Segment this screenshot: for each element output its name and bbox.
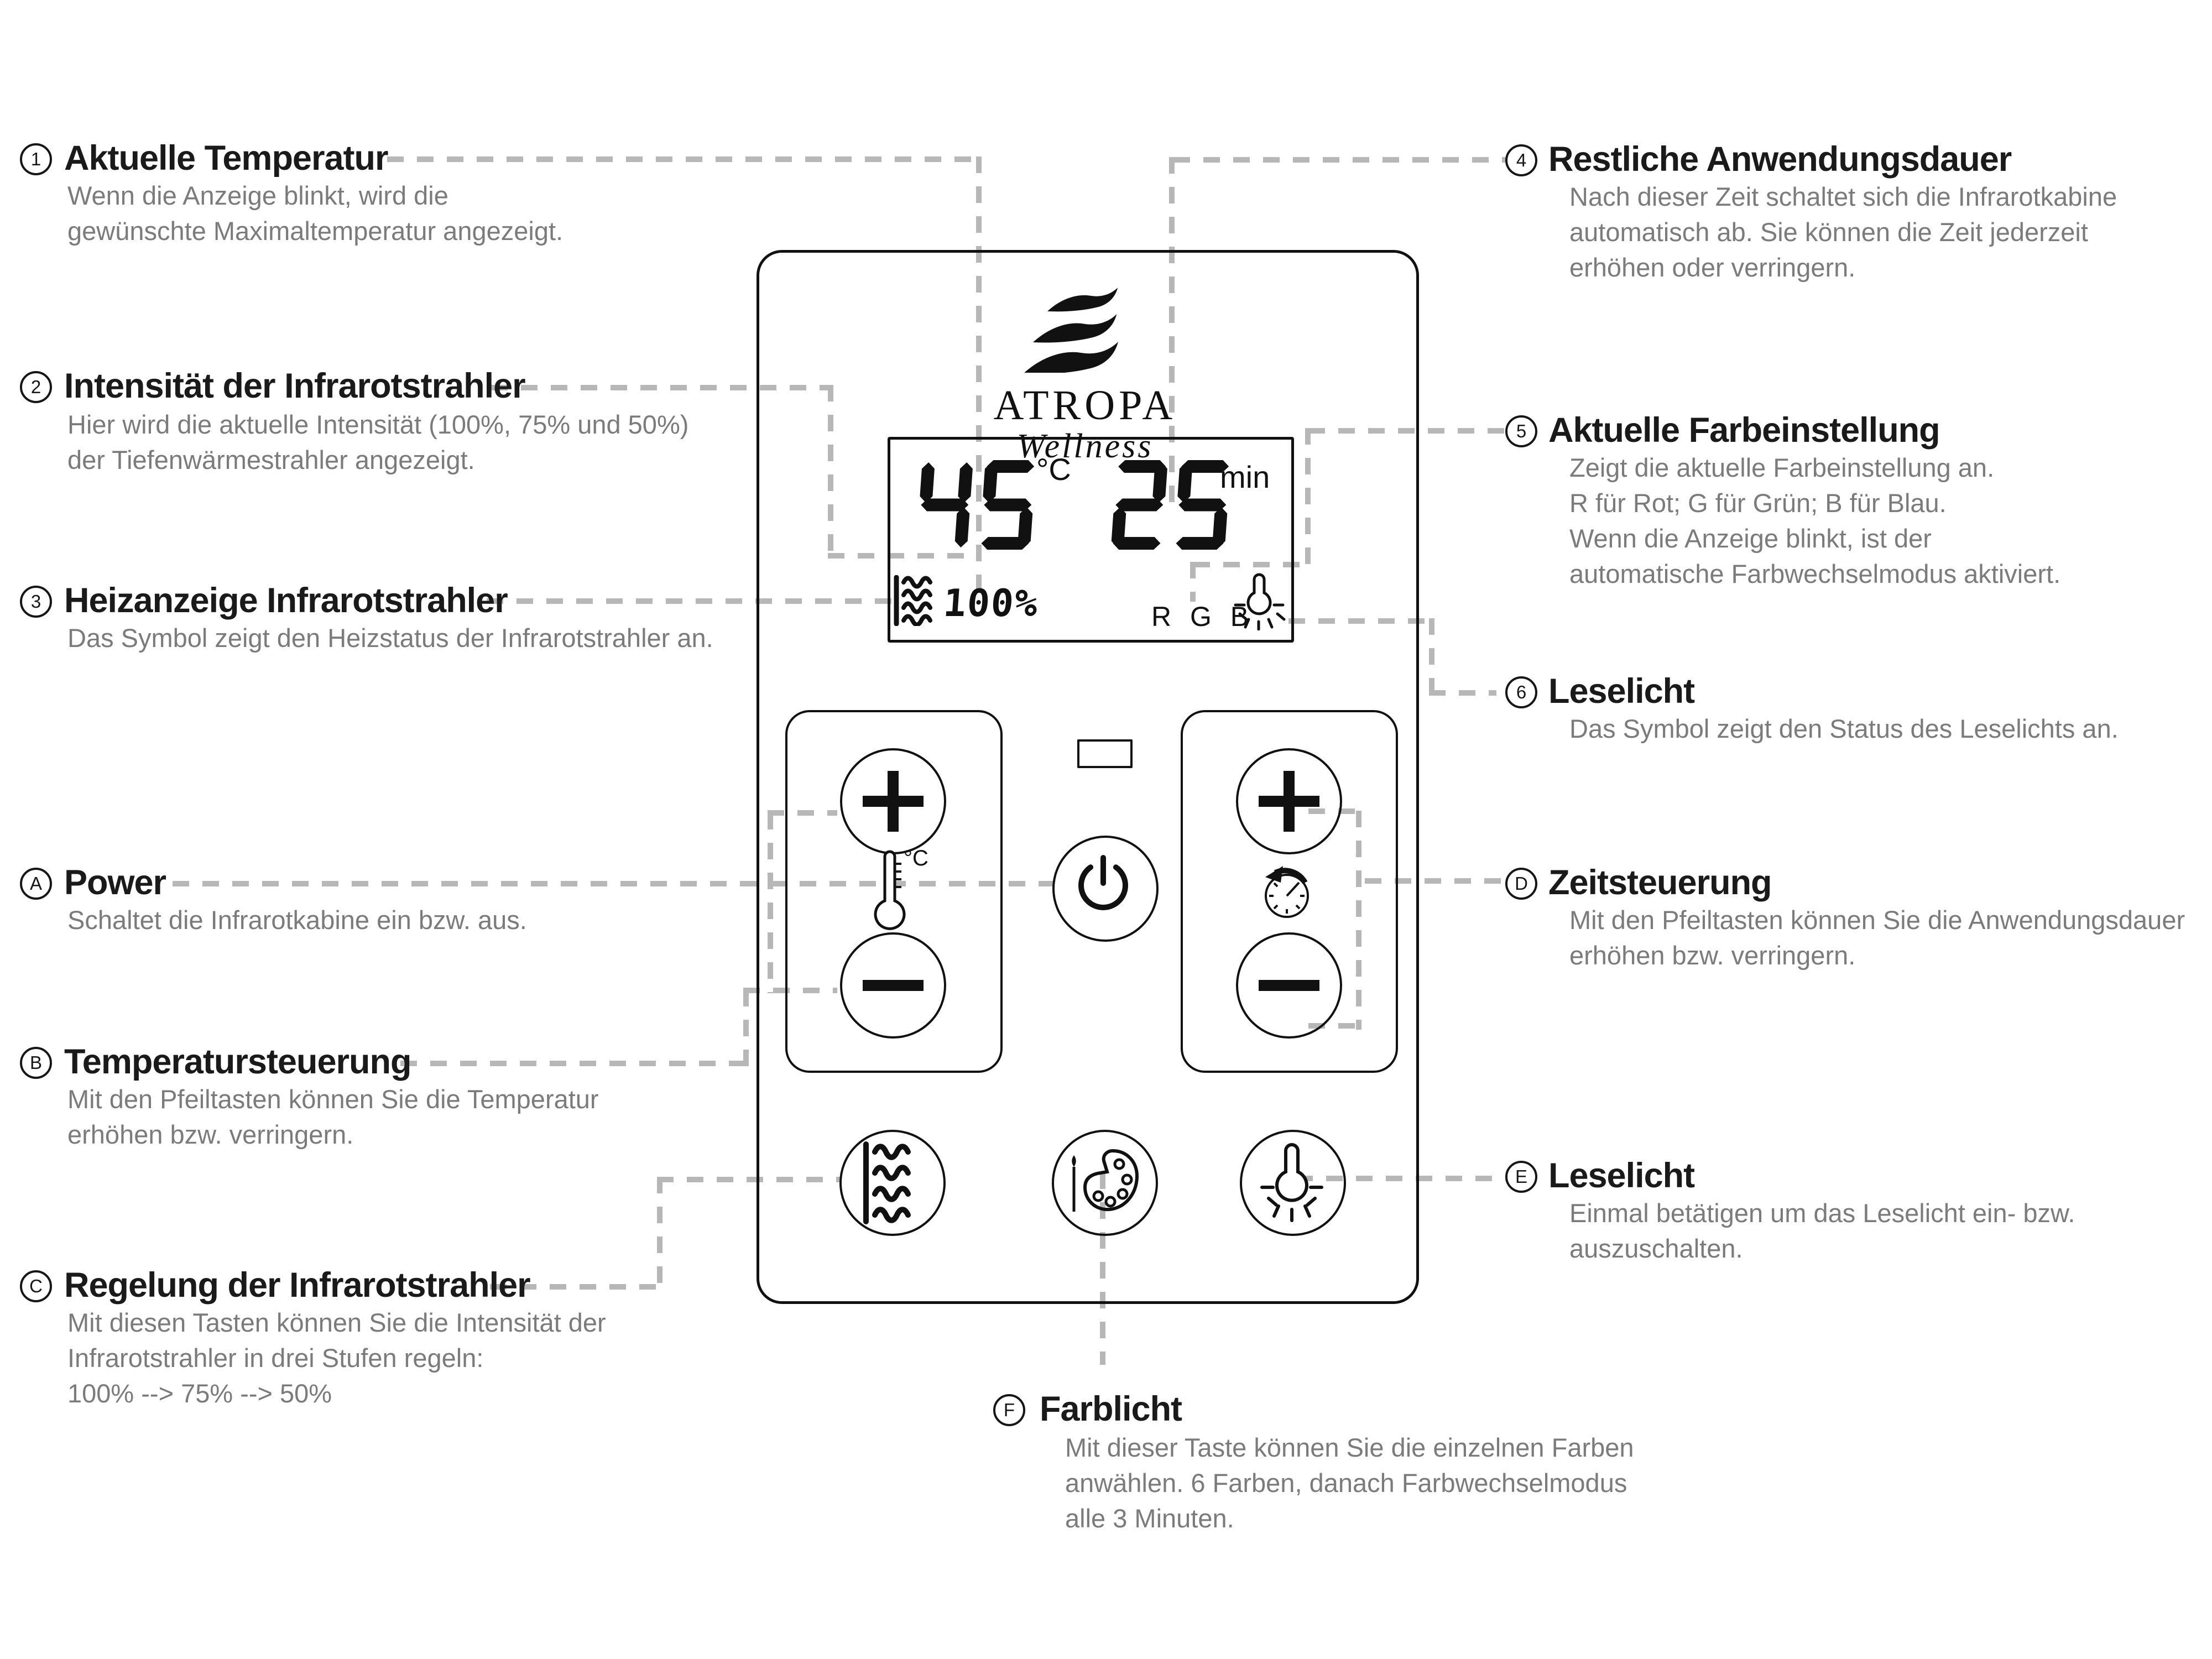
connector-4 (1173, 157, 1514, 163)
temperature-button-group (785, 710, 1003, 1073)
annotation-E-title: Leselicht (1548, 1156, 1695, 1195)
connector-2 (491, 385, 832, 390)
annotation-2-title: Intensität der Infrarotstrahler (64, 367, 526, 405)
annotation-B-title: Temperatursteuerung (64, 1042, 411, 1081)
time-button-group (1181, 710, 1398, 1073)
annotation-6-badge: 6 (1505, 676, 1537, 708)
heat-waves-icon (860, 1140, 927, 1226)
connector-2 (828, 553, 971, 559)
temperature-plus-button[interactable] (840, 748, 946, 854)
connector-6 (1429, 690, 1496, 696)
annotation-6-body: Das Symbol zeigt den Status des Leselich… (1569, 714, 2119, 743)
annotation-B-badge: B (20, 1047, 52, 1079)
temperature-minus-button[interactable] (840, 932, 946, 1039)
annotation-A-badge: A (20, 868, 52, 900)
annotation-A-body: Schaltet die Infrarotkabine ein bzw. aus… (67, 905, 527, 935)
annotation-6-title: Leselicht (1548, 672, 1695, 711)
reading-light-button[interactable] (1240, 1130, 1346, 1236)
connector-C (657, 1177, 662, 1290)
indicator-window (1077, 739, 1133, 768)
temperature-unit: °C (1036, 452, 1071, 487)
lamp-icon (1254, 1139, 1329, 1225)
power-button[interactable] (1052, 836, 1159, 942)
brand-subname: Wellness (1016, 427, 1154, 465)
intensity-value: 100% (942, 582, 1040, 625)
annotation-F-body: Mit dieser Taste können Sie die einzelne… (1065, 1433, 1634, 1533)
annotation-5-badge: 5 (1505, 415, 1537, 447)
connector-5 (1190, 562, 1196, 602)
connector-D (1308, 1023, 1361, 1029)
annotation-D-body: Mit den Pfeiltasten können Sie die Anwen… (1569, 905, 2185, 970)
annotation-C-badge: C (20, 1270, 52, 1302)
annotation-B-body: Mit den Pfeiltasten können Sie die Tempe… (67, 1084, 599, 1149)
time-unit: min (1220, 460, 1270, 494)
color-light-button[interactable] (1052, 1130, 1158, 1236)
annotation-3-badge: 3 (20, 586, 52, 618)
connector-E (1296, 1176, 1515, 1181)
power-icon (1073, 853, 1134, 914)
connector-4 (1169, 157, 1175, 502)
annotation-5-title: Aktuelle Farbeinstellung (1548, 411, 1940, 450)
heater-status-icon (893, 575, 939, 626)
thermometer-icon (859, 845, 920, 933)
brand-waves-icon (1023, 283, 1140, 373)
annotation-E-body: Einmal betätigen um das Leselicht ein- b… (1569, 1198, 2075, 1263)
thermometer-unit-label: °C (904, 846, 928, 870)
palette-icon (1065, 1141, 1142, 1224)
annotation-1-badge: 1 (20, 143, 52, 175)
temperature-value (914, 458, 1055, 553)
control-panel (757, 250, 1419, 1304)
annotation-E-badge: E (1505, 1161, 1537, 1193)
connector-5 (1305, 428, 1311, 567)
annotation-1-title: Aktuelle Temperatur (64, 139, 388, 178)
annotation-D-badge: D (1505, 868, 1537, 900)
annotation-4-title: Restliche Anwendungsdauer (1548, 140, 2012, 179)
connector-1 (976, 156, 982, 589)
connector-2 (828, 385, 833, 557)
connector-5 (1193, 562, 1308, 567)
intensity-button[interactable] (839, 1130, 946, 1236)
connector-A (173, 881, 1054, 886)
annotation-2-badge: 2 (20, 371, 52, 403)
connector-3 (487, 598, 895, 604)
connector-D (1365, 878, 1514, 884)
annotation-4-badge: 4 (1505, 144, 1537, 176)
time-value (1108, 458, 1250, 553)
connector-1 (387, 156, 980, 162)
connector-D (1356, 811, 1361, 1030)
connector-B (768, 813, 773, 993)
connector-B (768, 810, 837, 816)
rgb-indicator: R G B (1151, 601, 1255, 632)
connector-F (1100, 1172, 1105, 1365)
connector-C (490, 1284, 662, 1290)
annotation-C-body: Mit diesen Tasten können Sie die Intensi… (67, 1308, 606, 1408)
annotation-C-title: Regelung der Infrarotstrahler (64, 1266, 531, 1305)
connector-6 (1429, 618, 1434, 696)
annotation-2-body: Hier wird die aktuelle Intensität (100%,… (67, 410, 689, 474)
annotation-F-title: Farblicht (1040, 1390, 1182, 1428)
annotation-A-title: Power (64, 863, 166, 902)
annotation-5-body: Zeigt die aktuelle Farbeinstellung an.R … (1569, 453, 2061, 588)
reading-light-status-icon (1230, 571, 1287, 630)
annotation-D-title: Zeitsteuerung (1548, 863, 1772, 902)
annotation-4-body: Nach dieser Zeit schaltet sich die Infra… (1569, 182, 2117, 282)
annotation-3-title: Heizanzeige Infrarotstrahler (64, 581, 508, 620)
connector-B (743, 988, 837, 993)
annotation-3-body: Das Symbol zeigt den Heizstatus der Infr… (67, 623, 713, 653)
connector-B (400, 1061, 749, 1066)
clock-reset-icon (1256, 858, 1317, 922)
annotation-F-badge: F (993, 1394, 1025, 1426)
brand-name: ATROPA (993, 382, 1177, 429)
lcd-display (888, 437, 1294, 643)
connector-B (743, 990, 749, 1066)
time-plus-button[interactable] (1236, 748, 1342, 854)
connector-C (657, 1177, 841, 1182)
connector-5 (1308, 428, 1507, 434)
time-minus-button[interactable] (1236, 932, 1342, 1039)
connector-6 (1288, 618, 1432, 624)
